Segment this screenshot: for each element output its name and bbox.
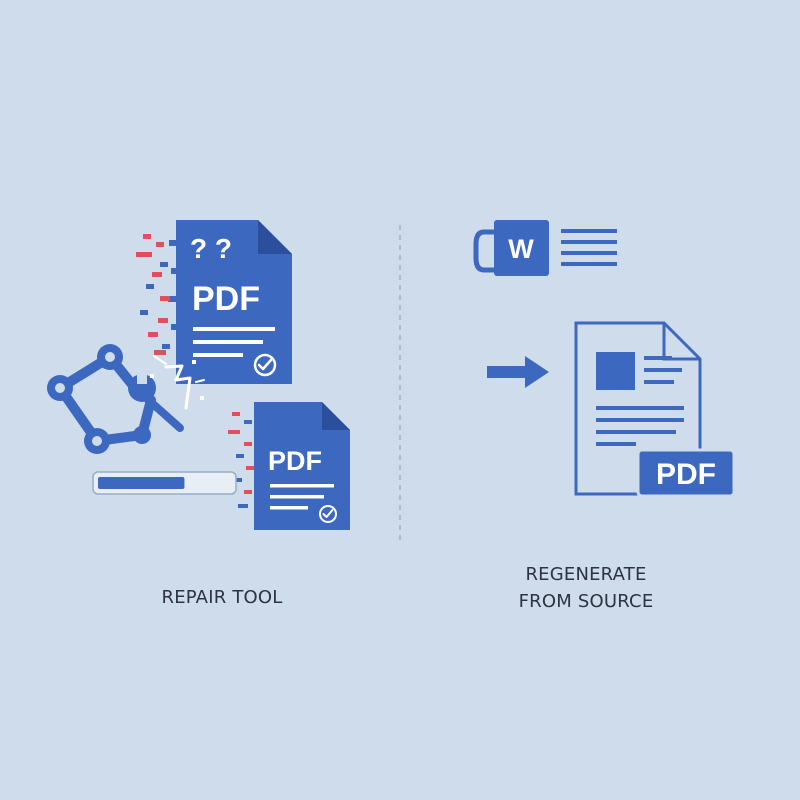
right-panel: W PDF REGENERATE FROM SOURCE <box>473 220 736 612</box>
output-pdf-label: PDF <box>656 458 716 491</box>
text-line <box>270 506 308 510</box>
regenerate-caption-line-2: FROM SOURCE <box>519 591 654 612</box>
left-panel: ? ? PDF <box>47 220 350 608</box>
text-line <box>193 340 263 344</box>
spark-icon <box>150 355 205 410</box>
word-letter: W <box>508 234 534 264</box>
robot-arm-icon <box>47 344 184 454</box>
question-marks: ? ? <box>190 233 232 264</box>
word-doc-icon: W <box>473 220 617 276</box>
text-line <box>270 484 334 488</box>
check-icon <box>319 505 337 523</box>
broken-pdf-label: PDF <box>192 280 260 318</box>
repaired-pdf-document: PDF <box>254 402 350 530</box>
image-placeholder <box>596 352 635 390</box>
repair-progress-bar <box>92 471 237 495</box>
text-line <box>193 327 275 331</box>
check-icon <box>253 353 277 377</box>
text-line <box>193 353 243 357</box>
pdf-badge <box>636 448 736 498</box>
repaired-pdf-label: PDF <box>268 446 322 476</box>
repair-tool-caption: REPAIR TOOL <box>162 587 283 608</box>
repair-fragments <box>228 412 254 508</box>
broken-fragments <box>136 234 170 355</box>
arrow-right-icon <box>487 356 549 388</box>
text-line <box>270 495 324 499</box>
broken-pdf-document: ? ? PDF <box>168 220 292 384</box>
regenerate-caption-line-1: REGENERATE <box>525 564 646 585</box>
progress-fill <box>98 477 185 489</box>
regenerated-document: PDF <box>574 321 736 498</box>
